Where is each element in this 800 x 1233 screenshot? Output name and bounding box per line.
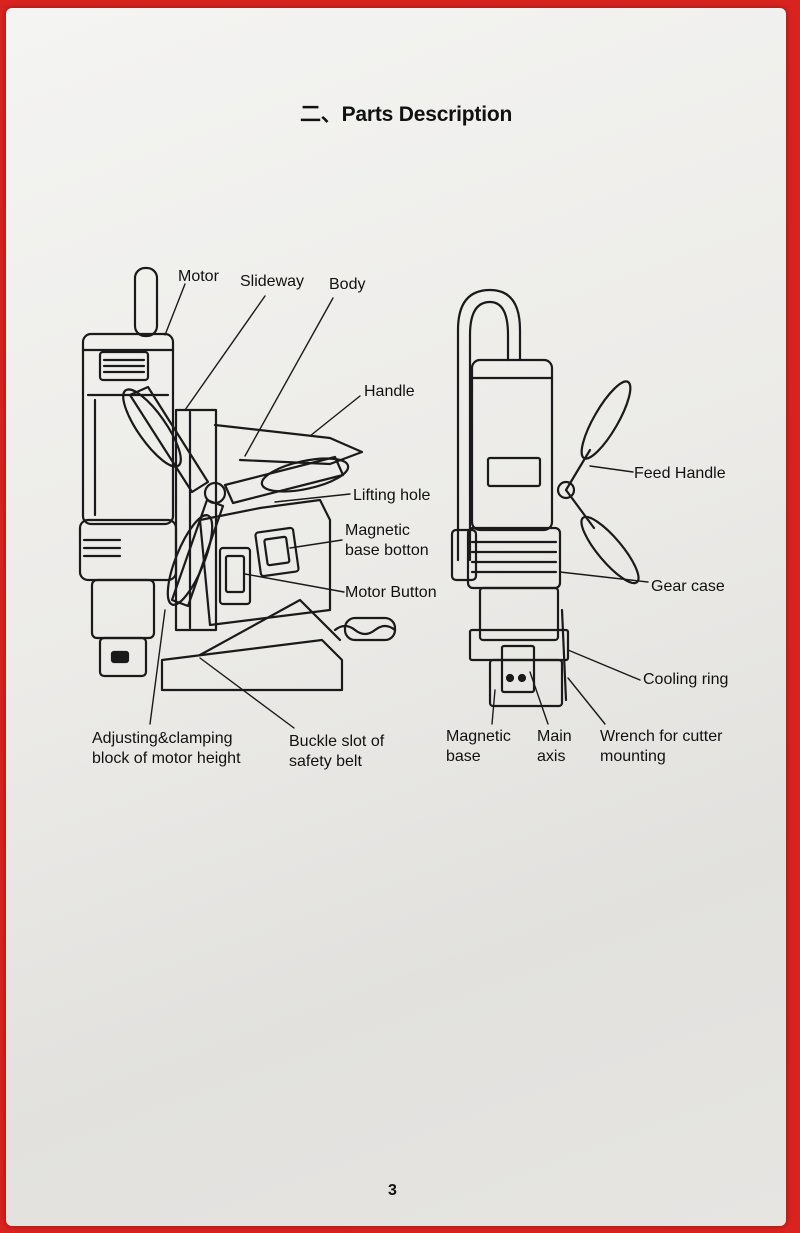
label-gear-case: Gear case [651,578,725,595]
label-magnetic-base: Magnetic base [446,728,511,765]
left-drill-illustration [78,266,397,692]
label-cooling-ring: Cooling ring [643,671,729,688]
page-number: 3 [388,1182,397,1199]
leader-lines [149,283,649,729]
page-title: 二、Parts Description [300,103,513,126]
label-buckle-slot: Buckle slot of safety belt [289,733,385,770]
label-wrench: Wrench for cutter mounting [600,728,723,765]
manual-page [6,8,786,1226]
label-handle: Handle [364,383,415,400]
label-lifting-hole: Lifting hole [353,487,431,504]
label-motor: Motor [178,268,219,285]
label-main-axis: Main axis [537,728,572,765]
label-body: Body [329,276,366,293]
label-motor-button: Motor Button [345,584,437,601]
label-magnetic-base-button: Magnetic base botton [345,522,429,559]
label-slideway: Slideway [240,273,305,290]
right-drill-illustration [450,288,640,708]
label-adjusting-block: Adjusting&clamping block of motor height [92,730,241,767]
label-feed-handle: Feed Handle [634,465,726,482]
